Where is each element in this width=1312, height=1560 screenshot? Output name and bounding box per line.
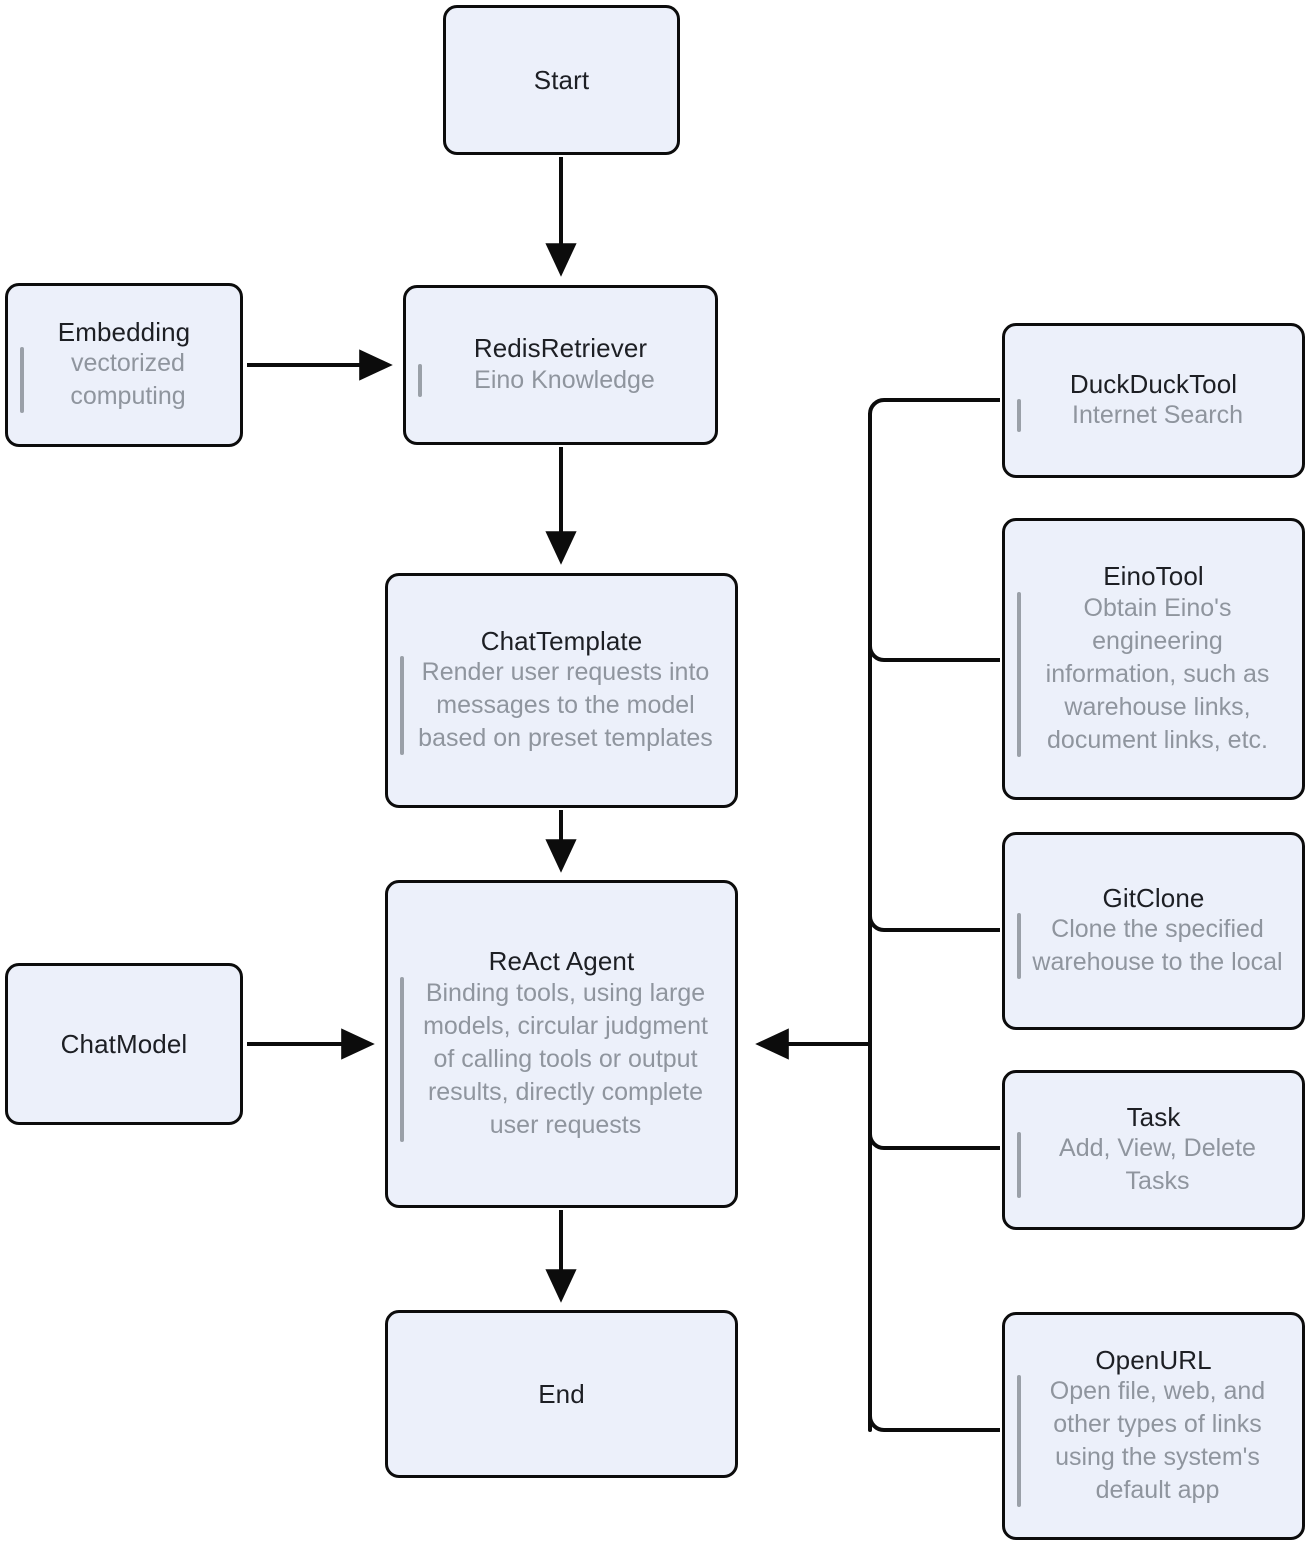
node-redisretriever-desc: Eino Knowledge bbox=[474, 365, 655, 394]
node-openurl-title: OpenURL bbox=[1095, 1344, 1212, 1375]
node-gitclone[interactable]: GitClone Clone the specified warehouse t… bbox=[1002, 832, 1305, 1030]
edge-duckducktool-to-trunk bbox=[868, 398, 1000, 415]
node-duckducktool-title: DuckDuckTool bbox=[1069, 368, 1238, 399]
node-duckducktool[interactable]: DuckDuckTool Internet Search bbox=[1002, 323, 1305, 478]
edge-tools-to-reactagent bbox=[755, 412, 872, 1432]
accent-bar-icon bbox=[1017, 1132, 1021, 1199]
node-openurl[interactable]: OpenURL Open file, web, and other types … bbox=[1002, 1312, 1305, 1540]
node-openurl-desc: Open file, web, and other types of links… bbox=[1049, 1377, 1266, 1505]
node-redisretriever-desc-row: Eino Knowledge bbox=[406, 363, 715, 397]
node-reactagent-title: ReAct Agent bbox=[488, 946, 635, 977]
node-end[interactable]: End bbox=[385, 1310, 738, 1478]
accent-bar-icon bbox=[1017, 1375, 1021, 1508]
node-openurl-desc-row: Open file, web, and other types of links… bbox=[1005, 1375, 1302, 1508]
node-task[interactable]: Task Add, View, Delete Tasks bbox=[1002, 1070, 1305, 1230]
node-chattemplate-desc-row: Render user requests into messages to th… bbox=[388, 656, 735, 756]
edge-openurl-to-trunk bbox=[868, 1415, 1000, 1432]
edge-gitclone-to-trunk bbox=[868, 915, 1000, 932]
node-gitclone-desc: Clone the specified warehouse to the loc… bbox=[1032, 915, 1283, 977]
node-task-title: Task bbox=[1126, 1101, 1181, 1132]
node-task-desc-row: Add, View, Delete Tasks bbox=[1005, 1132, 1302, 1199]
node-redisretriever[interactable]: RedisRetriever Eino Knowledge bbox=[403, 285, 718, 445]
node-einotool-desc: Obtain Eino's engineering information, s… bbox=[1045, 593, 1270, 754]
node-chatmodel[interactable]: ChatModel bbox=[5, 963, 243, 1125]
node-start[interactable]: Start bbox=[443, 5, 680, 155]
accent-bar-icon bbox=[1017, 591, 1021, 757]
node-end-title: End bbox=[538, 1378, 585, 1409]
node-gitclone-desc-row: Clone the specified warehouse to the loc… bbox=[1005, 913, 1302, 980]
accent-bar-icon bbox=[418, 363, 422, 397]
node-embedding-desc-row: vectorized computing bbox=[8, 347, 240, 414]
node-reactagent-desc-row: Binding tools, using large models, circu… bbox=[388, 976, 735, 1142]
node-task-desc: Add, View, Delete Tasks bbox=[1059, 1134, 1256, 1196]
node-reactagent-desc: Binding tools, using large models, circu… bbox=[423, 978, 708, 1139]
accent-bar-icon bbox=[400, 656, 404, 756]
node-redisretriever-title: RedisRetriever bbox=[473, 333, 648, 364]
accent-bar-icon bbox=[20, 347, 24, 414]
node-einotool-desc-row: Obtain Eino's engineering information, s… bbox=[1005, 591, 1302, 757]
node-duckducktool-desc-row: Internet Search bbox=[1005, 399, 1302, 433]
node-gitclone-title: GitClone bbox=[1102, 882, 1205, 913]
node-einotool-title: EinoTool bbox=[1103, 561, 1204, 592]
node-reactagent[interactable]: ReAct Agent Binding tools, using large m… bbox=[385, 880, 738, 1208]
accent-bar-icon bbox=[1017, 913, 1021, 980]
edge-einotool-to-trunk bbox=[868, 645, 1000, 662]
node-einotool[interactable]: EinoTool Obtain Eino's engineering infor… bbox=[1002, 518, 1305, 800]
node-embedding[interactable]: Embedding vectorized computing bbox=[5, 283, 243, 447]
accent-bar-icon bbox=[1017, 399, 1021, 433]
node-start-title: Start bbox=[533, 64, 590, 95]
node-duckducktool-desc: Internet Search bbox=[1072, 401, 1243, 430]
node-chattemplate[interactable]: ChatTemplate Render user requests into m… bbox=[385, 573, 738, 808]
edge-task-to-trunk bbox=[868, 1133, 1000, 1150]
node-embedding-desc: vectorized computing bbox=[70, 349, 186, 411]
node-chattemplate-desc: Render user requests into messages to th… bbox=[418, 658, 713, 753]
node-embedding-title: Embedding bbox=[57, 316, 191, 347]
node-chattemplate-title: ChatTemplate bbox=[480, 625, 643, 656]
accent-bar-icon bbox=[400, 976, 404, 1142]
node-chatmodel-title: ChatModel bbox=[60, 1028, 188, 1059]
